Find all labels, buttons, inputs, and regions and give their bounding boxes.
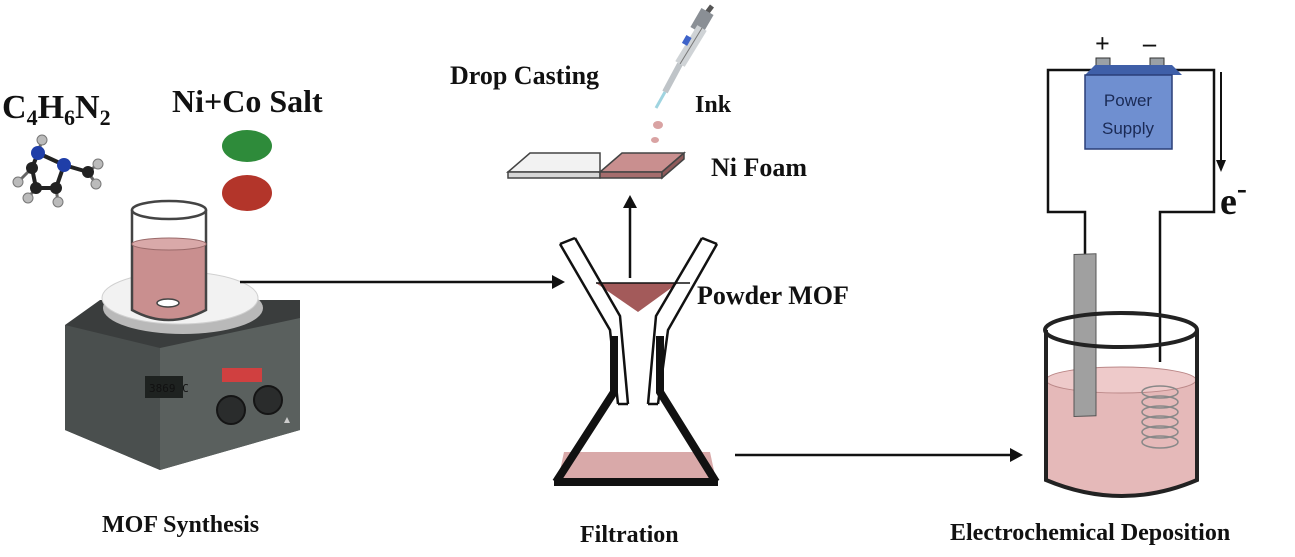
ink-drop bbox=[651, 137, 659, 143]
svg-text:3869 C: 3869 C bbox=[149, 382, 189, 395]
ni-foam-plate-icon bbox=[505, 151, 687, 180]
ink-label: Ink bbox=[695, 92, 732, 118]
deposition-beaker-icon bbox=[1043, 253, 1199, 498]
drop-casting-label: Drop Casting bbox=[450, 61, 599, 90]
negative-terminal-label: – bbox=[1142, 29, 1157, 58]
synthesis-beaker-icon bbox=[130, 199, 208, 322]
filtration-flask-icon bbox=[552, 336, 720, 486]
red-salt-pile bbox=[222, 175, 272, 211]
filtration-stage-label: Filtration bbox=[580, 522, 679, 548]
synthesis-stage-label: MOF Synthesis bbox=[102, 512, 259, 538]
ink-drop bbox=[653, 121, 663, 129]
formula-label: C4H6N2 bbox=[2, 89, 111, 130]
positive-terminal-label: + bbox=[1095, 29, 1110, 58]
ni-foam-label: Ni Foam bbox=[711, 153, 807, 182]
circuit-wires bbox=[1046, 68, 1216, 362]
deposition-stage-label: Electrochemical Deposition bbox=[950, 520, 1230, 546]
salt-label: Ni+Co Salt bbox=[172, 83, 323, 119]
pipette-icon bbox=[654, 4, 714, 109]
svg-text:Supply: Supply bbox=[1102, 119, 1154, 138]
svg-text:Power: Power bbox=[1104, 91, 1153, 110]
green-salt-pile bbox=[222, 130, 272, 162]
power-supply-icon: Power Supply bbox=[1084, 57, 1182, 150]
powder-mof-label: Powder MOF bbox=[697, 281, 849, 310]
filter-funnel-icon bbox=[558, 236, 719, 406]
imidazole-molecule-icon bbox=[12, 134, 104, 208]
hotplate-stirrer-icon: 3869 C bbox=[65, 271, 300, 470]
electron-label: e- bbox=[1220, 172, 1247, 223]
